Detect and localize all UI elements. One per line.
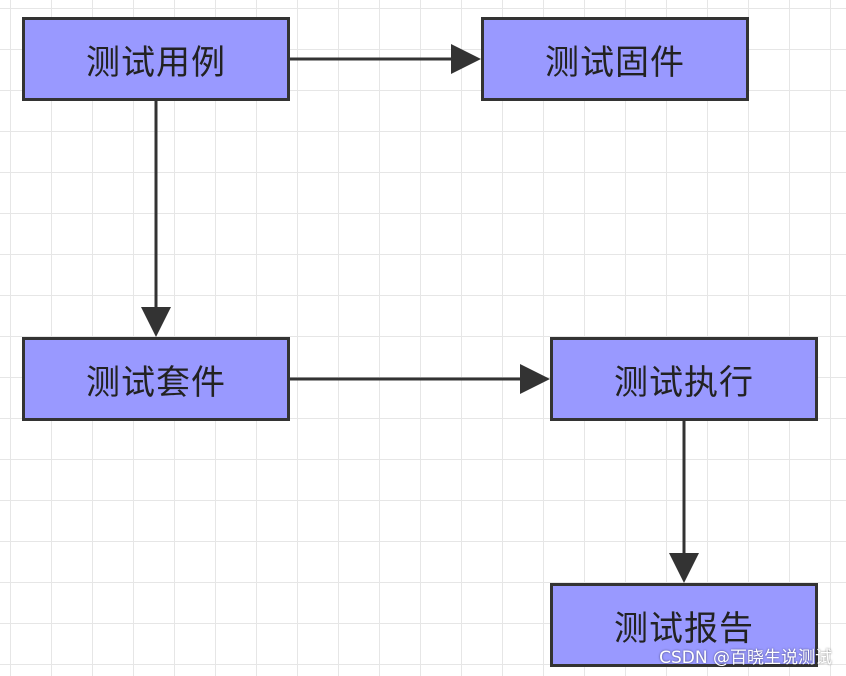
- node-test-suite: 测试套件: [22, 337, 290, 421]
- node-test-report: 测试报告: [550, 583, 818, 667]
- node-test-execution: 测试执行: [550, 337, 818, 421]
- node-test-case-label: 测试用例: [86, 42, 226, 83]
- watermark: CSDN @百晓生说测试: [659, 648, 832, 668]
- node-test-suite-label: 测试套件: [86, 362, 226, 403]
- node-test-execution-label: 测试执行: [614, 362, 754, 403]
- node-test-report-label: 测试报告: [614, 608, 754, 649]
- node-test-fixture-label: 测试固件: [545, 42, 685, 83]
- node-test-case: 测试用例: [22, 17, 290, 101]
- node-test-fixture: 测试固件: [481, 17, 749, 101]
